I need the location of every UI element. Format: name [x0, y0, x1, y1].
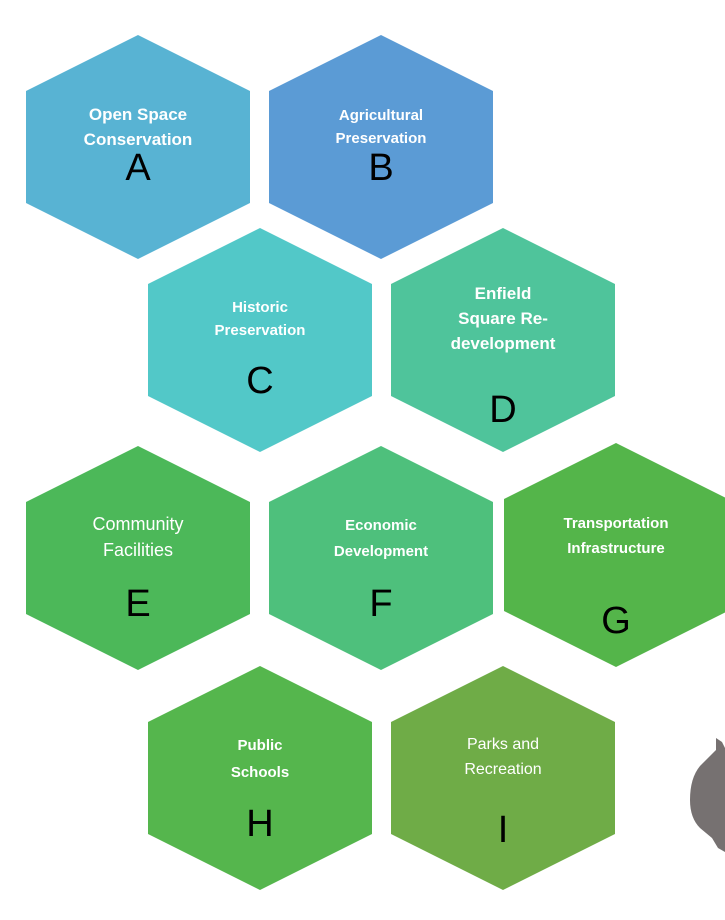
hex-label-line: Development — [334, 543, 428, 560]
hex-letter: H — [246, 803, 273, 845]
hex-shape — [391, 666, 615, 890]
hex-label-line: Preservation — [215, 322, 306, 339]
hex-label-line: Square Re- — [458, 309, 548, 328]
hex-letter: A — [125, 147, 151, 189]
hex-shape — [26, 35, 250, 259]
hex-label-line: Public — [237, 737, 282, 754]
hex-shape — [148, 228, 372, 452]
hex-label-line: Economic — [345, 517, 417, 534]
partial-gray-graphic — [690, 738, 725, 852]
hex-label-line: development — [451, 334, 556, 353]
hex-label-line: Open Space — [89, 105, 187, 124]
hex-label-line: Preservation — [336, 130, 427, 147]
hex-letter: F — [369, 583, 392, 625]
hex-letter: D — [489, 389, 516, 431]
hex-letter: I — [498, 809, 509, 851]
hex-label-line: Historic — [232, 299, 288, 316]
hex-label-line: Infrastructure — [567, 540, 665, 557]
hex-letter: E — [125, 583, 150, 625]
hex-label-line: Community — [92, 514, 183, 534]
hex-letter: C — [246, 360, 273, 402]
hex-letter: G — [601, 600, 631, 642]
hex-label-line: Transportation — [563, 515, 668, 532]
hex-shape — [148, 666, 372, 890]
hex-shape — [391, 228, 615, 452]
hex-shape — [269, 446, 493, 670]
hex-label-line: Enfield — [475, 284, 532, 303]
hex-label-line: Parks and — [467, 736, 539, 753]
hex-shape — [504, 443, 725, 667]
hex-letter: B — [368, 147, 393, 189]
hex-shape — [269, 35, 493, 259]
hex-label-line: Recreation — [464, 761, 541, 778]
hex-shape — [26, 446, 250, 670]
hex-label-line: Agricultural — [339, 107, 423, 124]
hex-label-line: Schools — [231, 764, 289, 781]
hex-label-line: Facilities — [103, 540, 173, 560]
hex-label-line: Conservation — [84, 130, 193, 149]
